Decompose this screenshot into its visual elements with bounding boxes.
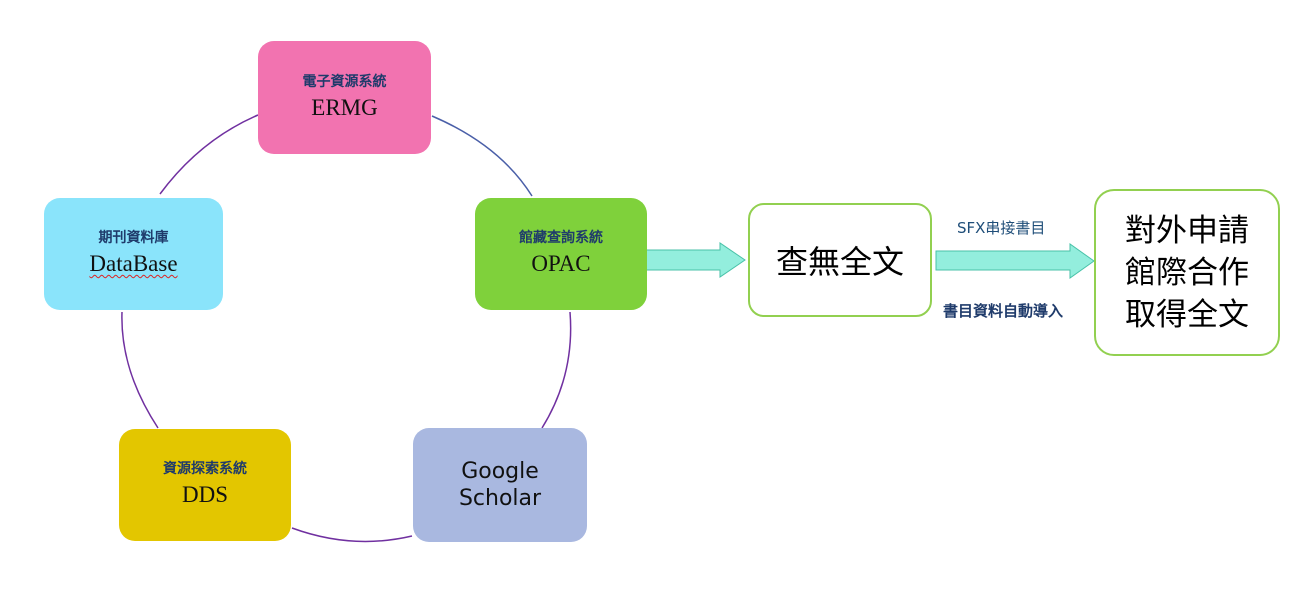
box-ill-line-3: 取得全文: [1125, 296, 1249, 333]
arrow-opac-to-nofulltext: [645, 242, 746, 278]
arrow-nofulltext-to-ill: [935, 243, 1095, 279]
cycle-arc-ermg-opac: [431, 115, 533, 197]
node-dds-en-label: DDS: [181, 482, 228, 507]
box-interlibrary-loan: 對外申請 館際合作 取得全文: [1094, 189, 1280, 356]
node-ermg-zh-label: 電子資源系統: [302, 73, 387, 90]
node-google-line2: Scholar: [458, 486, 542, 511]
node-ermg: 電子資源系統 ERMG: [258, 41, 431, 154]
box-no-fulltext-label: 查無全文: [775, 243, 904, 281]
box-ill-line-2: 館際合作: [1125, 254, 1249, 291]
cycle-arc-database-dds: [121, 311, 159, 429]
cycle-arc-database-ermg: [159, 114, 259, 195]
edge-label-auto-import: 書目資料自動導入: [943, 302, 1064, 320]
node-dds: 資源探索系統 DDS: [119, 429, 291, 541]
node-opac: 館藏查詢系統 OPAC: [475, 198, 647, 310]
cycle-arc-opac-google: [541, 311, 572, 429]
node-database: 期刊資料庫 DataBase: [44, 198, 223, 310]
box-no-fulltext: 查無全文: [748, 203, 932, 317]
box-ill-line-1: 對外申請: [1125, 212, 1249, 249]
edge-label-sfx: SFX串接書目: [957, 219, 1046, 237]
node-database-zh-label: 期刊資料庫: [98, 230, 169, 246]
node-google-line1: Google: [461, 459, 539, 484]
node-opac-en-label: OPAC: [531, 251, 591, 276]
cycle-arc-dds-google: [291, 527, 413, 543]
node-ermg-en-label: ERMG: [311, 94, 378, 120]
node-opac-zh-label: 館藏查詢系統: [519, 230, 603, 246]
node-google-scholar: Google Scholar: [413, 428, 587, 542]
node-dds-zh-label: 資源探索系統: [163, 461, 247, 477]
node-database-en-label: DataBase: [89, 251, 178, 276]
